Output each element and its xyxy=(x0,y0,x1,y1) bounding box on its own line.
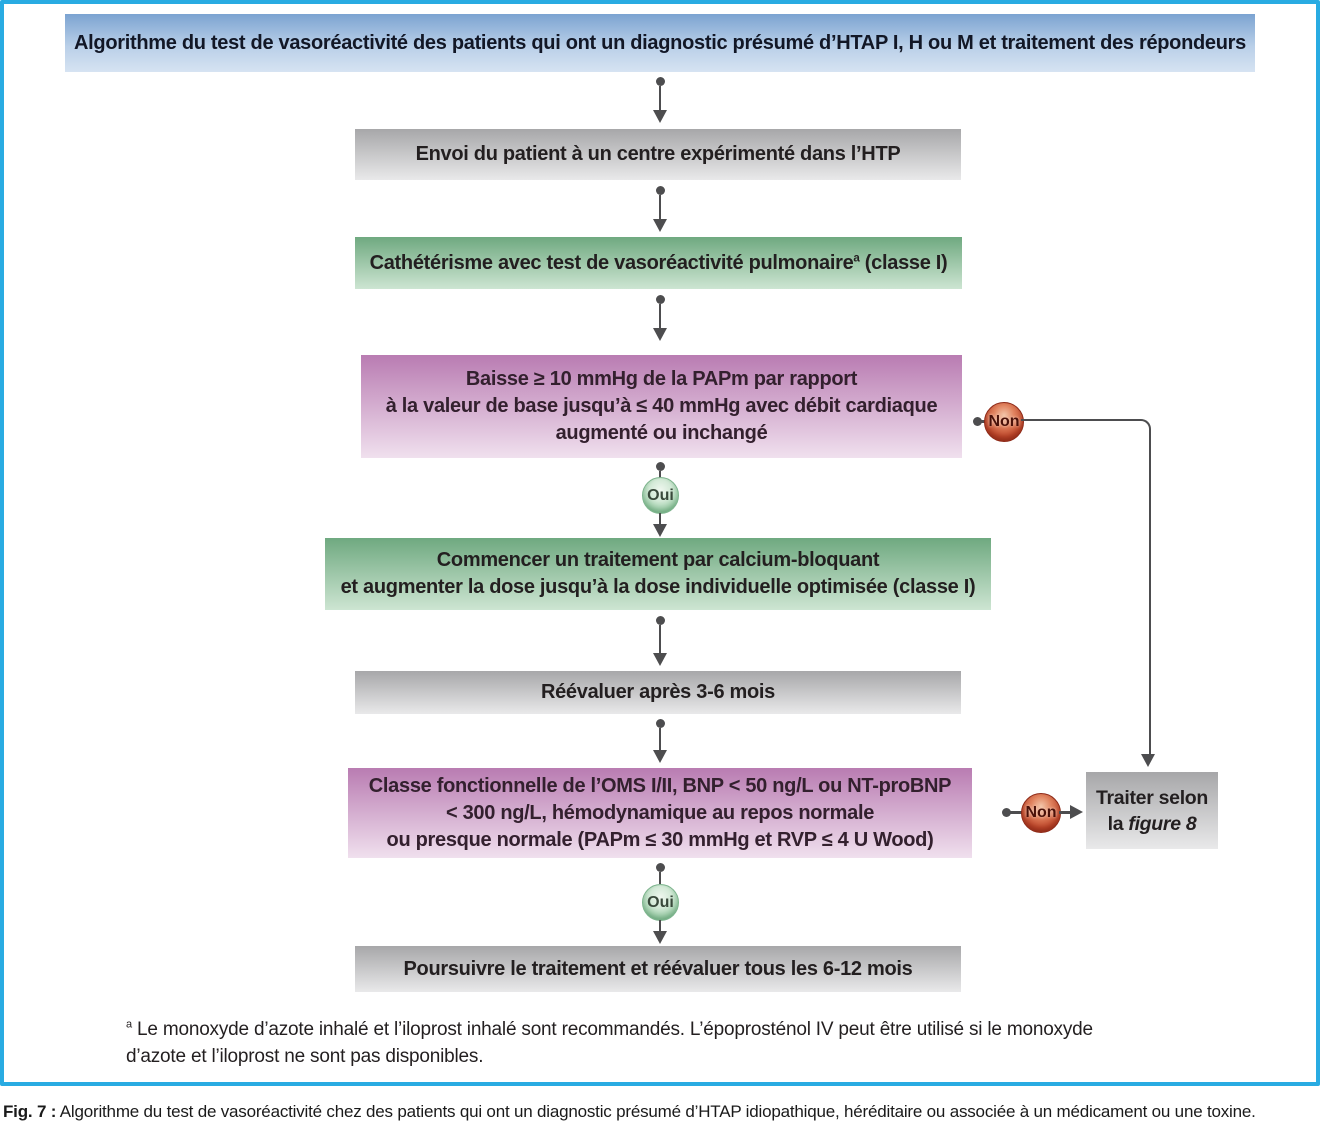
step-traiter-box: Traiter selon la figure 8 xyxy=(1086,772,1218,849)
footnote-marker-sup: a xyxy=(126,1018,132,1031)
arrow-head-icon xyxy=(653,110,667,123)
arrow-head-icon xyxy=(653,653,667,666)
connector-stem xyxy=(977,420,989,423)
decision-baisse-box: Baisse ≥ 10 mmHg de la PAPm par rapport … xyxy=(361,355,962,458)
non-badge-1: Non xyxy=(984,402,1024,442)
arrow-down-3 xyxy=(652,295,668,341)
oui-badge-1: Oui xyxy=(642,477,679,514)
arrow-down-7 xyxy=(652,920,668,944)
oui-badge-2: Oui xyxy=(642,884,679,921)
arrow-down-1 xyxy=(652,77,668,123)
connector-stub-oui1 xyxy=(652,462,668,478)
arrow-head-icon xyxy=(653,750,667,763)
connector-stem xyxy=(1007,811,1022,814)
arrow-down-6 xyxy=(652,719,668,763)
connector-dot xyxy=(1002,808,1011,817)
step-envoi-box: Envoi du patient à un centre expérimenté… xyxy=(355,129,961,180)
footnote-marker-sup: a xyxy=(853,250,860,264)
step-reevaluer-box: Réévaluer après 3-6 mois xyxy=(355,671,961,714)
footnote: a Le monoxyde d’azote inhalé et l’ilopro… xyxy=(126,1018,1093,1067)
figure-caption-label: Fig. 7 : xyxy=(3,1102,57,1121)
figure-caption-text: Algorithme du test de vasoréactivité che… xyxy=(56,1102,1256,1121)
step-poursuivre-label: Poursuivre le traitement et réévaluer to… xyxy=(403,957,913,980)
arrow-head-icon xyxy=(653,328,667,341)
arrow-down-2 xyxy=(652,186,668,232)
figure-8-reference: figure 8 xyxy=(1128,812,1197,835)
flowchart-title-box: Algorithme du test de vasoréactivité des… xyxy=(65,14,1255,72)
step-catheterisme-box: Cathétérisme avec test de vasoréactivité… xyxy=(355,237,962,289)
connector-stub-oui2 xyxy=(652,863,668,884)
flowchart-title: Algorithme du test de vasoréactivité des… xyxy=(74,31,1246,54)
arrow-head-icon xyxy=(653,931,667,944)
figure-caption: Fig. 7 : Algorithme du test de vasoréact… xyxy=(3,1102,1319,1122)
arrow-head-icon xyxy=(653,219,667,232)
arrow-head-icon xyxy=(653,524,667,537)
arrow-head-icon xyxy=(1070,805,1083,819)
arrow-down-4 xyxy=(652,513,668,537)
step-reevaluer-label: Réévaluer après 3-6 mois xyxy=(540,681,776,703)
step-catheterisme-label: Cathétérisme avec test de vasoréactivité… xyxy=(369,250,948,274)
decision-classe-box: Classe fonctionnelle de l’OMS I/II, BNP … xyxy=(348,768,972,858)
connector-stem xyxy=(1059,811,1071,814)
arrow-origin-dot xyxy=(655,77,665,86)
non-badge-2: Non xyxy=(1021,793,1061,833)
step-commencer-box: Commencer un traitement par calcium-bloq… xyxy=(325,538,991,610)
step-envoi-label: Envoi du patient à un centre expérimenté… xyxy=(415,143,901,165)
connector-elbow-non1 xyxy=(1021,419,1151,757)
arrow-down-5 xyxy=(652,616,668,666)
step-poursuivre-box: Poursuivre le traitement et réévaluer to… xyxy=(355,946,961,992)
arrow-head-icon xyxy=(1141,754,1155,767)
